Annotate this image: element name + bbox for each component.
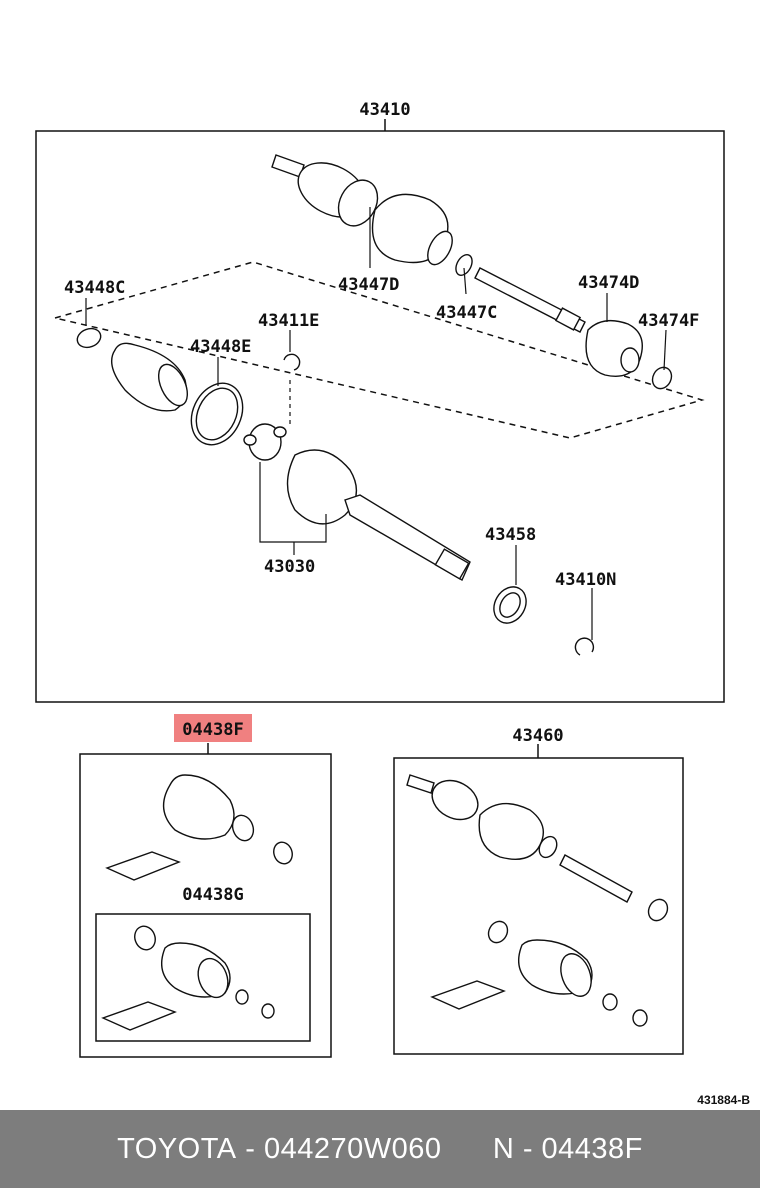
label-43458[interactable]: 43458 (485, 525, 536, 545)
drive-shaft-drawing (271, 154, 673, 390)
ref-code: 431884-B (697, 1093, 750, 1107)
label-43474f[interactable]: 43474F (638, 311, 699, 331)
label-43474d[interactable]: 43474D (578, 273, 639, 293)
dashed-subassembly-outline (54, 261, 705, 439)
label-43410[interactable]: 43410 (359, 100, 410, 120)
label-04438g[interactable]: 04438G (182, 885, 243, 905)
boot-kit-drawing (101, 774, 293, 1031)
boot-kit-frame (79, 753, 332, 1058)
label-04438f[interactable]: 04438F (182, 720, 243, 740)
label-43447d[interactable]: 43447D (338, 275, 399, 295)
label-43448e[interactable]: 43448E (190, 337, 251, 357)
footer-part-number: 044270W060 (263, 1132, 442, 1165)
label-43460[interactable]: 43460 (512, 726, 563, 746)
footer-brand: TOYOTA (117, 1132, 237, 1165)
label-43448c[interactable]: 43448C (64, 278, 125, 298)
boot-kit-sub-frame (95, 913, 311, 1042)
label-43411e[interactable]: 43411E (258, 311, 319, 331)
label-43447c[interactable]: 43447C (436, 303, 497, 323)
inner-parts-drawing (76, 327, 595, 656)
footer-ref: N - 04438F (492, 1132, 643, 1165)
highlight-box (174, 714, 252, 742)
label-43030[interactable]: 43030 (264, 557, 315, 577)
main-assembly-frame (35, 130, 725, 703)
other-assembly-drawing (406, 774, 669, 1027)
label-43410n[interactable]: 43410N (555, 570, 616, 590)
parts-diagram: 43410 43448C 43447D 43447C 43474D 43474F… (35, 100, 750, 1107)
footer-bar: TOYOTA - 044270W060 N - 04438F (0, 1110, 760, 1188)
